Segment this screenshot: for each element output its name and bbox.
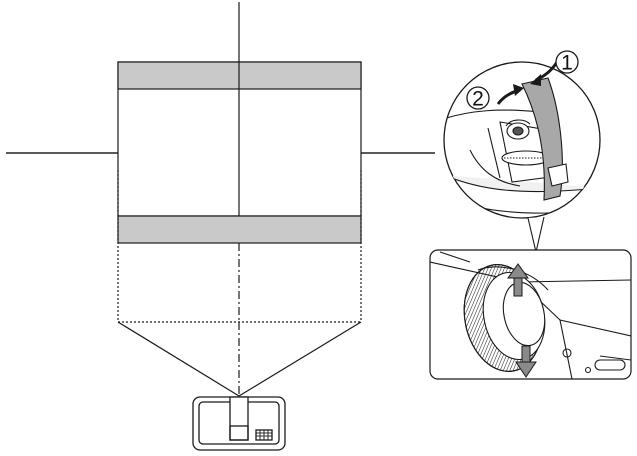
cone-right xyxy=(238,321,362,397)
step-1-label: 1 xyxy=(561,52,573,75)
step-2-label: 2 xyxy=(472,88,484,111)
lower-image-band xyxy=(117,215,362,244)
projection-area xyxy=(6,2,435,397)
vertical-arrow-icon xyxy=(507,263,537,378)
cone-left xyxy=(117,321,240,397)
projector-icon xyxy=(192,396,286,451)
lens-ring-detail xyxy=(429,249,632,380)
step-marker-2: 2 xyxy=(466,86,490,111)
step-marker-1: 1 xyxy=(555,50,579,75)
lens-cover-detail: 1 2 xyxy=(443,50,601,253)
